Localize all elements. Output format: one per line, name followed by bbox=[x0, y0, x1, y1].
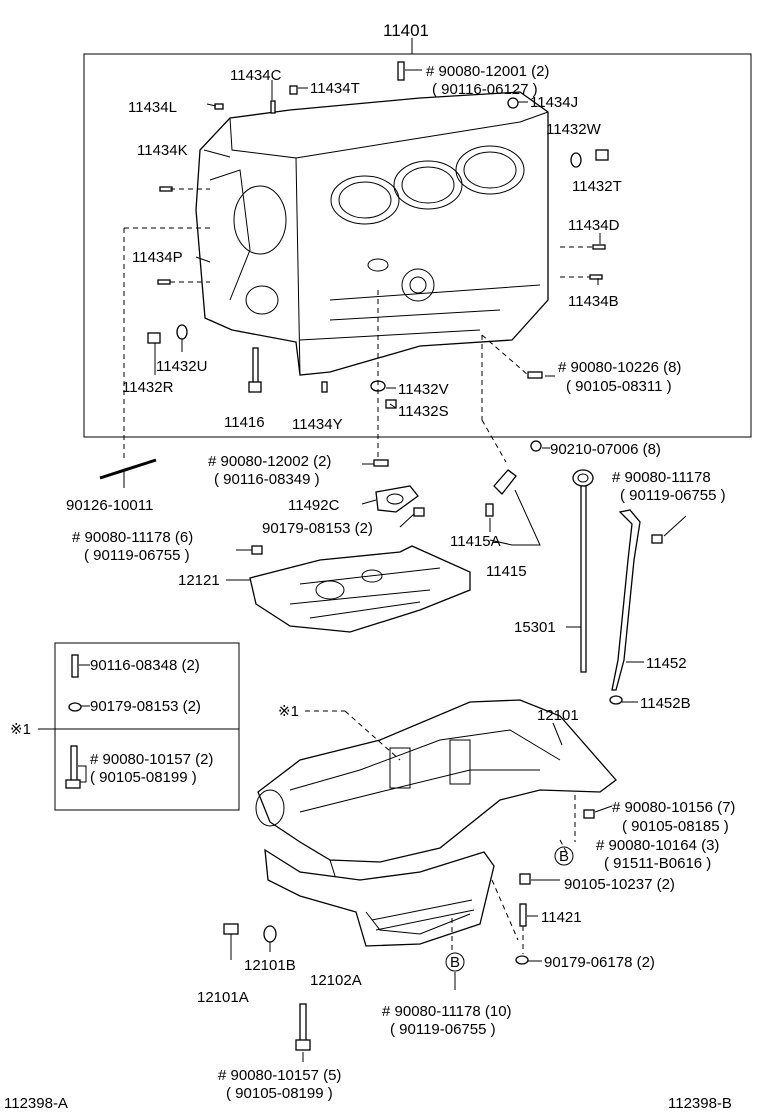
label-11432V: 11432V bbox=[398, 381, 449, 398]
label-11434Y: 11434Y bbox=[292, 416, 343, 433]
block-group-frame bbox=[83, 53, 752, 438]
label-11492C: 11492C bbox=[288, 497, 340, 514]
label-12102A: 12102A bbox=[310, 972, 362, 989]
callout-90116-06127: ( 90116-06127 ) bbox=[432, 81, 538, 98]
label-90126-10011: 90126-10011 bbox=[66, 497, 153, 514]
callout-90080-11178: # 90080-11178 bbox=[612, 469, 711, 486]
label-11434P: 11434P bbox=[132, 249, 183, 266]
label-11432R: 11432R bbox=[122, 379, 174, 396]
label-12121: 12121 bbox=[178, 572, 220, 589]
label-11434L: 11434L bbox=[128, 99, 177, 116]
assembly-number: 11401 bbox=[383, 21, 429, 40]
part-11492C-drawing bbox=[361, 459, 425, 528]
pan-bolts bbox=[223, 795, 613, 1062]
callout-90119-06755-10: ( 90119-06755 ) bbox=[390, 1021, 496, 1038]
dipstick-15301 bbox=[566, 469, 594, 673]
label-11452B: 11452B bbox=[640, 695, 691, 712]
label-90179-08153: 90179-08153 (2) bbox=[262, 520, 373, 537]
block-leaders bbox=[123, 69, 601, 468]
label-12101A: 12101A bbox=[197, 989, 249, 1006]
pan-reference-marker: ※1 bbox=[278, 703, 299, 720]
callout-90105-08311: ( 90105-08311 ) bbox=[566, 378, 672, 395]
oil-pan-upper-12101 bbox=[255, 699, 617, 895]
label-11432T: 11432T bbox=[572, 178, 622, 195]
inset-90105-08199: ( 90105-08199 ) bbox=[90, 769, 197, 786]
label-90105-10237: 90105-10237 (2) bbox=[564, 876, 675, 893]
cylinder-block-drawing bbox=[195, 91, 549, 376]
label-11432W: 11432W bbox=[546, 121, 602, 138]
label-11434D: 11434D bbox=[568, 217, 620, 234]
label-11416: 11416 bbox=[224, 414, 265, 431]
oil-pan-lower-12102A bbox=[264, 848, 495, 947]
inset-marker: ※1 bbox=[10, 721, 31, 738]
callout-90105-08199: ( 90105-08199 ) bbox=[226, 1085, 333, 1102]
circle-b-lower bbox=[445, 952, 465, 972]
inset-90080-10157: # 90080-10157 (2) bbox=[90, 751, 213, 768]
baffle-plate-12121 bbox=[249, 545, 471, 633]
part-11415-drawing bbox=[485, 469, 541, 546]
inset-90116-08348: 90116-08348 (2) bbox=[90, 657, 200, 674]
label-11421: 11421 bbox=[541, 909, 582, 926]
label-11415A: 11415A bbox=[450, 533, 501, 550]
callout-90119-06755: ( 90119-06755 ) bbox=[620, 487, 726, 504]
label-11432U: 11432U bbox=[156, 358, 207, 375]
label-11434K: 11434K bbox=[137, 142, 188, 159]
label-11452: 11452 bbox=[646, 655, 687, 672]
callout-90119-06755-6: ( 90119-06755 ) bbox=[84, 547, 190, 564]
callout-91511-B0616: ( 91511-B0616 ) bbox=[604, 855, 711, 872]
callout-90080-11178-6: # 90080-11178 (6) bbox=[72, 529, 193, 546]
dipstick-guide-11452 bbox=[609, 509, 687, 705]
callout-90080-12002: # 90080-12002 (2) bbox=[208, 453, 331, 470]
inset-box bbox=[38, 642, 240, 811]
callout-90080-10156: # 90080-10156 (7) bbox=[612, 799, 735, 816]
circle-b-upper-label: B bbox=[559, 848, 569, 865]
circle-b-upper bbox=[554, 846, 574, 866]
callout-90105-08185: ( 90105-08185 ) bbox=[622, 818, 729, 835]
label-90210-07006: 90210-07006 (8) bbox=[550, 441, 661, 458]
label-11434J: 11434J bbox=[530, 94, 578, 111]
label-15301: 15301 bbox=[514, 619, 556, 636]
callout-90080-10157: # 90080-10157 (5) bbox=[218, 1067, 341, 1084]
label-11432S: 11432S bbox=[398, 403, 449, 420]
inset-90179-08153: 90179-08153 (2) bbox=[90, 698, 201, 715]
label-11434T: 11434T bbox=[310, 80, 360, 97]
label-12101B: 12101B bbox=[244, 957, 296, 974]
footer-code-left: 112398-A bbox=[4, 1095, 68, 1112]
label-11415: 11415 bbox=[486, 563, 527, 580]
label-11434B: 11434B bbox=[568, 293, 619, 310]
callout-90080-12001: # 90080-12001 (2) bbox=[426, 63, 549, 80]
callout-90080-10226: # 90080-10226 (8) bbox=[558, 359, 681, 376]
footer-code-right: 112398-B bbox=[668, 1095, 732, 1112]
circle-b-lower-label: B bbox=[450, 954, 460, 971]
callout-90080-11178-10: # 90080-11178 (10) bbox=[382, 1003, 512, 1020]
label-11434C: 11434C bbox=[230, 67, 282, 84]
label-90179-06178: 90179-06178 (2) bbox=[544, 954, 655, 971]
stud-90126 bbox=[99, 458, 157, 488]
callout-90080-10164: # 90080-10164 (3) bbox=[596, 837, 719, 854]
label-12101: 12101 bbox=[537, 707, 579, 724]
callout-90116-08349: ( 90116-08349 ) bbox=[214, 471, 320, 488]
